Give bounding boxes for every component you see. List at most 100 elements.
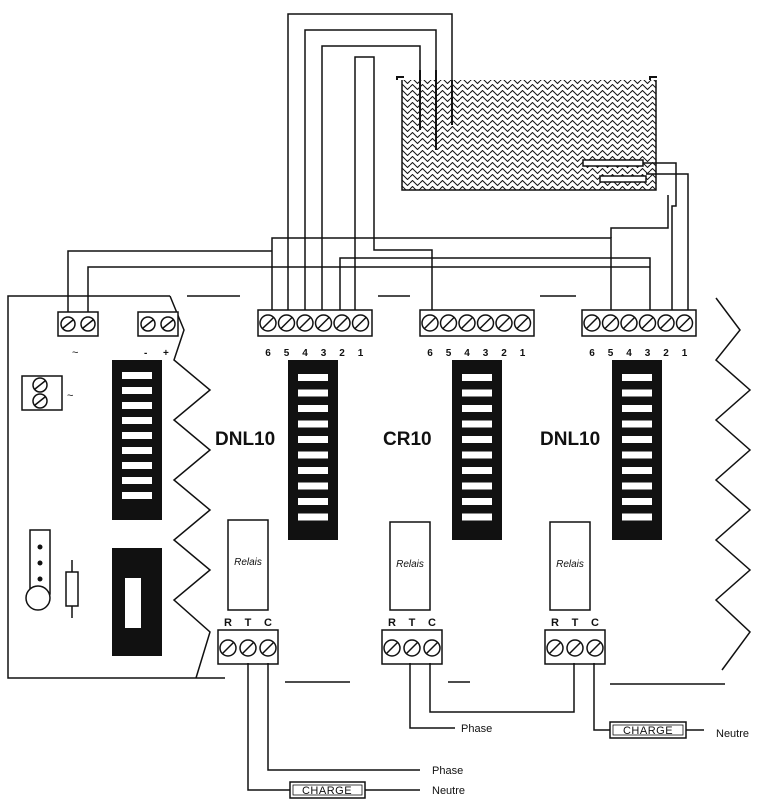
charge-label-right: CHARGE [623, 725, 673, 737]
connector-slot [298, 436, 328, 443]
relay [227, 519, 269, 611]
relay-terminal-letter: C [591, 617, 599, 629]
connector-slot [298, 482, 328, 490]
neutre-label-right: Neutre [716, 728, 749, 740]
dc-minus-label: - [144, 348, 147, 359]
power-supply: ~ - + ~ [21, 311, 179, 656]
relay-terminal-letter: C [264, 617, 272, 629]
connector-slot [462, 374, 492, 381]
connector-slot [622, 389, 652, 397]
connector-slot [462, 513, 492, 521]
terminal-number: 4 [302, 348, 308, 359]
tank-walls [401, 80, 657, 191]
connector-slot [122, 372, 152, 379]
relay-terminal-letter: R [551, 617, 559, 629]
connector-slot [122, 447, 152, 454]
relay-label: Relais [234, 557, 262, 568]
terminal-number: 5 [284, 348, 290, 359]
connector-slot [122, 402, 152, 409]
relay-terminal-letter: R [224, 617, 232, 629]
connector-slot [298, 420, 328, 428]
connector-slot [462, 420, 492, 428]
connector-slot [622, 436, 652, 443]
module-label: DNL10 [215, 429, 275, 450]
probe-wiring [67, 13, 689, 318]
terminal-number: 5 [446, 348, 452, 359]
terminal-number: 6 [589, 348, 595, 359]
neutre-label-bottom: Neutre [432, 785, 465, 797]
terminal-block: 6 5 4 3 2 1 [257, 309, 373, 359]
level-sensor-upper [582, 159, 644, 167]
connector-slot [462, 482, 492, 490]
relay-terminal-letter: T [409, 617, 416, 629]
connector-slot [298, 498, 328, 505]
relay [549, 521, 591, 611]
charge-label-bottom: CHARGE [302, 785, 352, 797]
charge-load-right: CHARGE [609, 721, 687, 739]
connector-slot [122, 492, 152, 499]
relay-label: Relais [396, 559, 424, 570]
connector-slot [298, 374, 328, 381]
phase-label-bottom: Phase [432, 765, 463, 777]
connector-slot [622, 451, 652, 459]
ac-symbol: ~ [72, 347, 78, 359]
module-connector-strip [452, 360, 502, 540]
level-sensor-lower [599, 175, 647, 183]
terminal-number: 2 [663, 348, 669, 359]
connector-slot [622, 513, 652, 521]
connector-slot [622, 498, 652, 505]
connector-slot [122, 462, 152, 469]
power-block-window [125, 578, 141, 628]
connector-slot [298, 389, 328, 397]
connector-slot [622, 482, 652, 490]
fuse-holder [25, 585, 51, 611]
connector-slot [298, 467, 328, 474]
connector-slot [622, 405, 652, 412]
relay-terminal-letter: C [428, 617, 436, 629]
connector-slots [122, 372, 152, 499]
enclosure [7, 295, 752, 685]
connector-slot [122, 477, 152, 484]
terminal-number: 2 [501, 348, 507, 359]
relay-label: Relais [556, 559, 584, 570]
liquid-tank [396, 70, 657, 191]
connector-slot [122, 417, 152, 424]
connector-slot [298, 513, 328, 521]
connector-slot [622, 374, 652, 381]
terminal-number: 2 [339, 348, 345, 359]
terminal-number: 3 [483, 348, 489, 359]
terminal-number: 6 [265, 348, 271, 359]
terminal-number: 1 [358, 348, 364, 359]
liquid-body [402, 80, 656, 190]
connector-slot [122, 387, 152, 394]
relay-terminal-letter: T [572, 617, 579, 629]
terminal-number: 4 [464, 348, 470, 359]
load-wiring [247, 663, 704, 791]
charge-load-bottom: CHARGE [289, 781, 366, 799]
terminal-number: 3 [321, 348, 327, 359]
connector-slot [462, 467, 492, 474]
connector-slot [622, 420, 652, 428]
module-label: CR10 [383, 429, 432, 450]
terminal-number: 1 [682, 348, 688, 359]
module-label: DNL10 [540, 429, 600, 450]
terminal-number: 6 [427, 348, 433, 359]
resistor [65, 571, 79, 607]
connector-slot [622, 467, 652, 474]
connector-slot [462, 436, 492, 443]
relay-terminal-letter: T [245, 617, 252, 629]
terminal-number: 3 [645, 348, 651, 359]
connector-slot [462, 451, 492, 459]
connector-slot [122, 432, 152, 439]
terminal-number: 5 [608, 348, 614, 359]
